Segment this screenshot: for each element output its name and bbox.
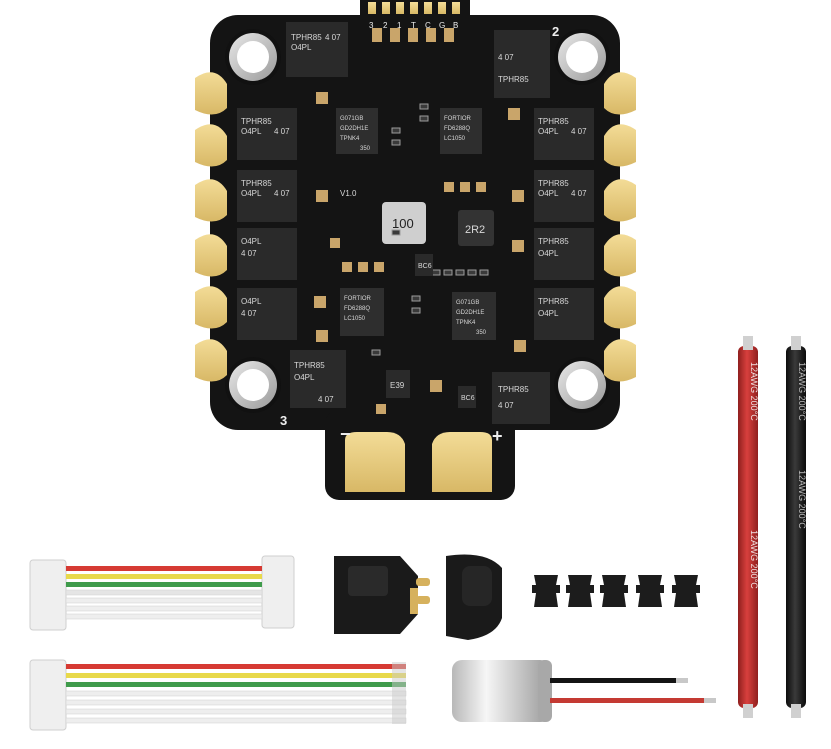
svg-text:O4PL: O4PL — [538, 249, 559, 258]
inductor-2r2 — [458, 210, 494, 246]
svg-text:G: G — [439, 21, 445, 30]
svg-text:E39: E39 — [390, 381, 405, 390]
right-motor-pads — [604, 72, 636, 382]
svg-text:4 07: 4 07 — [571, 127, 587, 136]
svg-text:G071GB: G071GB — [456, 300, 479, 306]
svg-text:TPHR85: TPHR85 — [498, 385, 529, 394]
svg-text:TPHR85: TPHR85 — [538, 117, 569, 126]
esc-board: TPHR85 O4PL 4 07 TPHR85 O4PL 4 07 TPHR85… — [195, 0, 636, 500]
svg-text:4 07: 4 07 — [498, 53, 514, 62]
mosfets-left — [237, 22, 348, 408]
corner-label-2: 2 — [552, 24, 559, 39]
svg-text:350: 350 — [476, 330, 487, 336]
svg-text:TPNK4: TPNK4 — [340, 136, 360, 142]
svg-text:LC1050: LC1050 — [444, 136, 466, 142]
svg-text:TPHR85: TPHR85 — [241, 179, 272, 188]
svg-text:C: C — [425, 21, 431, 30]
signal-cable-top — [29, 555, 295, 631]
svg-text:4 07: 4 07 — [571, 189, 587, 198]
svg-text:FORTIOR: FORTIOR — [344, 296, 372, 302]
svg-text:350: 350 — [360, 146, 371, 152]
svg-text:O4PL: O4PL — [538, 127, 559, 136]
svg-text:4 07: 4 07 — [274, 127, 290, 136]
xt60-male-connector — [334, 556, 430, 634]
svg-text:LC1050: LC1050 — [344, 316, 366, 322]
mounting-holes — [225, 29, 610, 413]
svg-text:FD6288Q: FD6288Q — [444, 126, 470, 132]
svg-text:O4PL: O4PL — [241, 189, 262, 198]
xt60-female-connector — [446, 554, 502, 640]
svg-text:4 07: 4 07 — [241, 309, 257, 318]
electrolytic-capacitor — [452, 660, 716, 722]
black-wire-label: 12AWG 200°C — [797, 362, 807, 421]
smd-resistors — [371, 103, 489, 356]
svg-text:TPHR85: TPHR85 — [291, 33, 322, 42]
svg-text:2: 2 — [383, 21, 388, 30]
svg-text:B: B — [453, 21, 458, 30]
plus-label: + — [492, 426, 503, 446]
svg-text:4 07: 4 07 — [498, 401, 514, 410]
svg-text:TPHR85: TPHR85 — [498, 75, 529, 84]
red-wire-label: 12AWG 200°C — [749, 362, 759, 421]
svg-text:12AWG 200°C: 12AWG 200°C — [797, 470, 807, 529]
svg-text:1: 1 — [397, 21, 402, 30]
left-motor-pads — [195, 72, 227, 382]
version-label: V1.0 — [340, 189, 357, 198]
svg-text:3: 3 — [369, 21, 374, 30]
svg-text:O4PL: O4PL — [241, 297, 262, 306]
power-pads — [345, 432, 492, 492]
svg-text:4 07: 4 07 — [325, 33, 341, 42]
svg-text:TPHR85: TPHR85 — [538, 179, 569, 188]
red-power-wire: 12AWG 200°C 12AWG 200°C — [738, 336, 759, 718]
svg-text:2R2: 2R2 — [465, 224, 485, 236]
svg-text:TPHR85: TPHR85 — [294, 361, 325, 370]
svg-text:O4PL: O4PL — [241, 237, 262, 246]
connector-pins — [368, 2, 460, 14]
minus-label: − — [340, 424, 351, 444]
signal-cable-bottom — [29, 659, 407, 731]
mosfet-label: TPHR85 — [241, 117, 272, 126]
svg-text:4 07: 4 07 — [274, 189, 290, 198]
svg-text:O4PL: O4PL — [538, 189, 559, 198]
svg-text:GD2DH1E: GD2DH1E — [340, 126, 368, 132]
svg-text:FD6288Q: FD6288Q — [344, 306, 370, 312]
svg-text:O4PL: O4PL — [294, 373, 315, 382]
svg-text:100: 100 — [392, 216, 414, 231]
smd-components — [314, 28, 526, 414]
svg-text:TPHR85: TPHR85 — [538, 237, 569, 246]
rubber-grommets — [532, 575, 700, 607]
ic-chips — [336, 108, 496, 340]
svg-text:O4PL: O4PL — [538, 309, 559, 318]
svg-text:TPHR85: TPHR85 — [538, 297, 569, 306]
mosfets-right — [492, 30, 594, 424]
black-power-wire: 12AWG 200°C 12AWG 200°C — [786, 336, 807, 718]
svg-text:4 07: 4 07 — [318, 395, 334, 404]
svg-text:GD2DH1E: GD2DH1E — [456, 310, 484, 316]
svg-text:12AWG 200°C: 12AWG 200°C — [749, 530, 759, 589]
svg-text:O4PL: O4PL — [291, 43, 312, 52]
svg-text:BC6: BC6 — [418, 263, 432, 270]
svg-text:TPNK4: TPNK4 — [456, 320, 476, 326]
svg-text:T: T — [411, 21, 416, 30]
svg-text:O4PL: O4PL — [241, 127, 262, 136]
svg-text:4 07: 4 07 — [241, 249, 257, 258]
corner-label-3: 3 — [280, 413, 287, 428]
driver-label: FORTIOR — [444, 116, 472, 122]
mcu-label: G071GB — [340, 116, 363, 122]
svg-text:BC6: BC6 — [461, 395, 475, 402]
